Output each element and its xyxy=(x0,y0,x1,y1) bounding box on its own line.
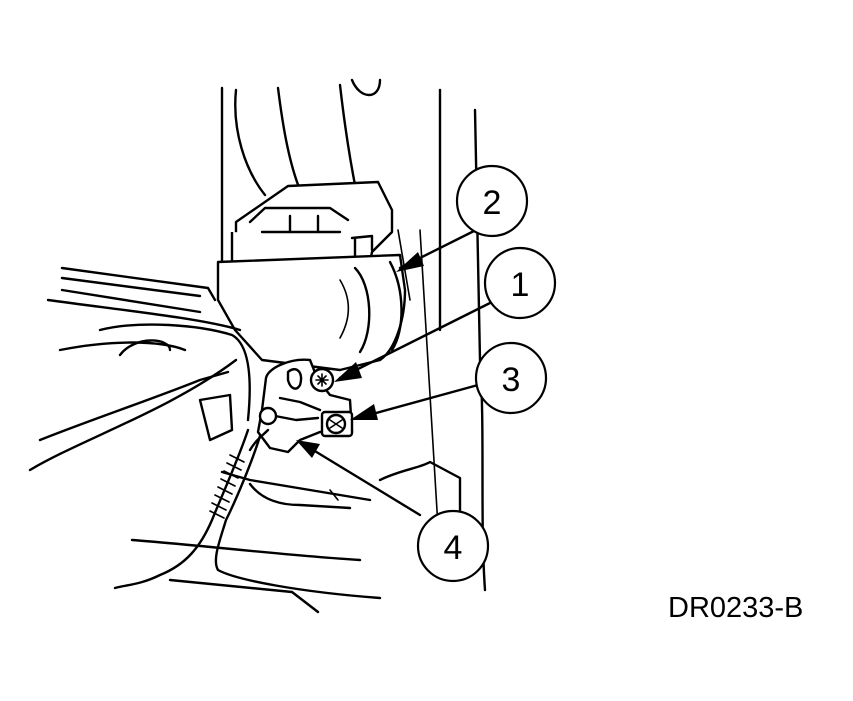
callout-2: 2 xyxy=(455,164,529,238)
wire-harness xyxy=(234,83,358,197)
callout-1-number: 1 xyxy=(511,266,530,304)
figure-reference-code: DR0233-B xyxy=(668,592,804,624)
callout-3: 3 xyxy=(474,341,548,415)
callout-4: 4 xyxy=(416,509,490,583)
callout-1: 1 xyxy=(483,246,557,320)
callout-2-number: 2 xyxy=(483,184,502,222)
callout-3-number: 3 xyxy=(502,361,521,399)
latch-lever xyxy=(248,358,354,454)
electrical-connector xyxy=(230,180,394,267)
door-trim-panel xyxy=(28,266,251,472)
screw xyxy=(309,367,335,393)
latch-housing xyxy=(216,253,407,372)
callout-4-number: 4 xyxy=(444,529,463,567)
lower-frame xyxy=(130,460,462,614)
bolt xyxy=(320,410,354,438)
leader-lines xyxy=(296,226,498,517)
spiral-wire-loom xyxy=(113,428,382,600)
